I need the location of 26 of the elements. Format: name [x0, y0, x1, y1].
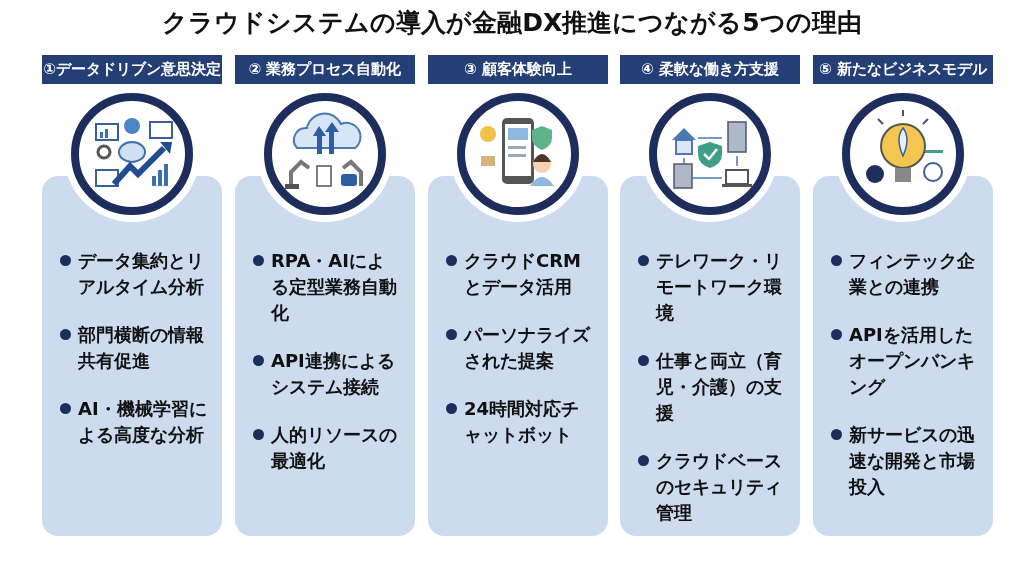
- column-header: ①データドリブン意思決定: [42, 55, 222, 84]
- column-panel: [813, 176, 993, 536]
- bullet-text: フィンテック企業との連携: [849, 249, 976, 299]
- bullet-text: AI・機械学習による高度な分析: [78, 397, 208, 447]
- page-title: クラウドシステムの導入が金融DX推進につながる5つの理由: [161, 7, 863, 39]
- bullet-text: クラウドベースのセキュリティ管理: [656, 449, 783, 525]
- bullet-text: テレワーク・リモートワーク環境: [656, 249, 783, 325]
- column-panel: [235, 176, 415, 536]
- column-header: ② 業務プロセス自動化: [235, 55, 415, 84]
- bullet-text: データ集約とリアルタイム分析: [78, 249, 205, 299]
- bullet-text: 部門横断の情報共有促進: [78, 323, 205, 373]
- bullet-text: クラウドCRMとデータ活用: [464, 249, 582, 299]
- bullet-text: 24時間対応チャットボット: [464, 397, 581, 447]
- column-panel: [428, 176, 608, 536]
- column-header: ④ 柔軟な働き方支援: [620, 55, 800, 84]
- column-header: ⑤ 新たなビジネスモデル: [813, 55, 993, 84]
- bullet-text: APIを活用したオープンバンキング: [849, 323, 976, 399]
- column-panel: [620, 176, 800, 536]
- bullet-text: 仕事と両立（育児・介護）の支援: [656, 349, 783, 425]
- column-header: ③ 顧客体験向上: [428, 55, 608, 84]
- bullet-text: RPA・AIによる定型業務自動化: [271, 249, 398, 325]
- bullet-text: 新サービスの迅速な開発と市場投入: [849, 423, 976, 499]
- column-panel: [42, 176, 222, 536]
- bullet-text: パーソナライズされた提案: [464, 323, 592, 373]
- bullet-text: API連携によるシステム接続: [271, 349, 396, 399]
- bullet-text: 人的リソースの最適化: [271, 423, 398, 473]
